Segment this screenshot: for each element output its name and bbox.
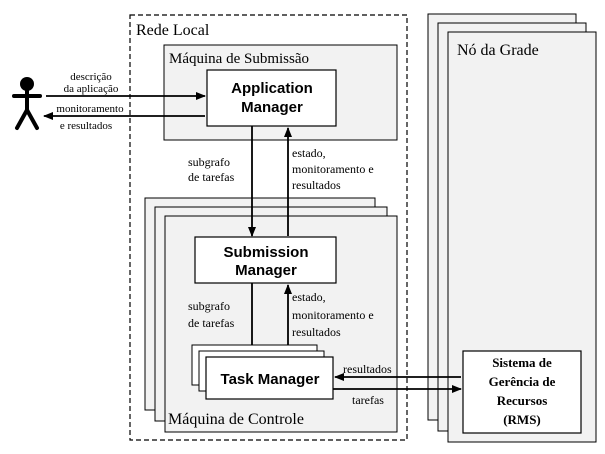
local-network-boundary (129, 14, 408, 441)
application-manager-box (206, 69, 337, 127)
task-manager-label: Task Manager (221, 371, 320, 388)
sm-tm-up-label-1: estado, (292, 290, 326, 304)
application-manager-line1: Application (231, 80, 313, 97)
local-network-label: Rede Local (136, 22, 210, 39)
am-sm-up-label-2: monitoramento e (292, 162, 374, 176)
am-sm-down-label-1: subgrafo (188, 155, 230, 169)
monitoring-label-1: monitoramento (56, 103, 124, 115)
submission-manager-line1: Submission (223, 244, 308, 261)
rms-line4: (RMS) (503, 412, 541, 427)
grid-node-label: Nó da Grade (457, 42, 539, 59)
am-sm-up-label-3: resultados (292, 178, 341, 192)
rms-line3: Recursos (497, 393, 548, 408)
sm-tm-up-label-3: resultados (292, 325, 341, 339)
am-sm-down-label-2: de tarefas (188, 170, 235, 184)
sm-tm-down-label-2: de tarefas (188, 316, 235, 330)
am-sm-up-label-1: estado, (292, 146, 326, 160)
sm-tm-down-label-1: subgrafo (188, 299, 230, 313)
submission-manager-line2: Manager (235, 262, 297, 279)
task-manager-stack (191, 344, 334, 400)
rms-box (462, 350, 582, 434)
application-manager-line2: Manager (241, 99, 303, 116)
submission-machine-label: Máquina de Submissão (169, 51, 309, 67)
sm-tm-up-label-2: monitoramento e (292, 308, 374, 322)
description-label-2: da aplicação (64, 83, 119, 95)
user-icon (12, 77, 42, 130)
rms-results-label: resultados (343, 362, 392, 376)
rms-line2: Gerência de (489, 374, 556, 389)
monitoring-label-2: e resultados (60, 120, 112, 132)
rms-line1: Sistema de (492, 355, 552, 370)
control-machine-label: Máquina de Controle (168, 411, 304, 428)
submission-manager-box (194, 236, 337, 284)
description-label-1: descrição (70, 71, 112, 83)
rms-tasks-label: tarefas (352, 393, 384, 407)
